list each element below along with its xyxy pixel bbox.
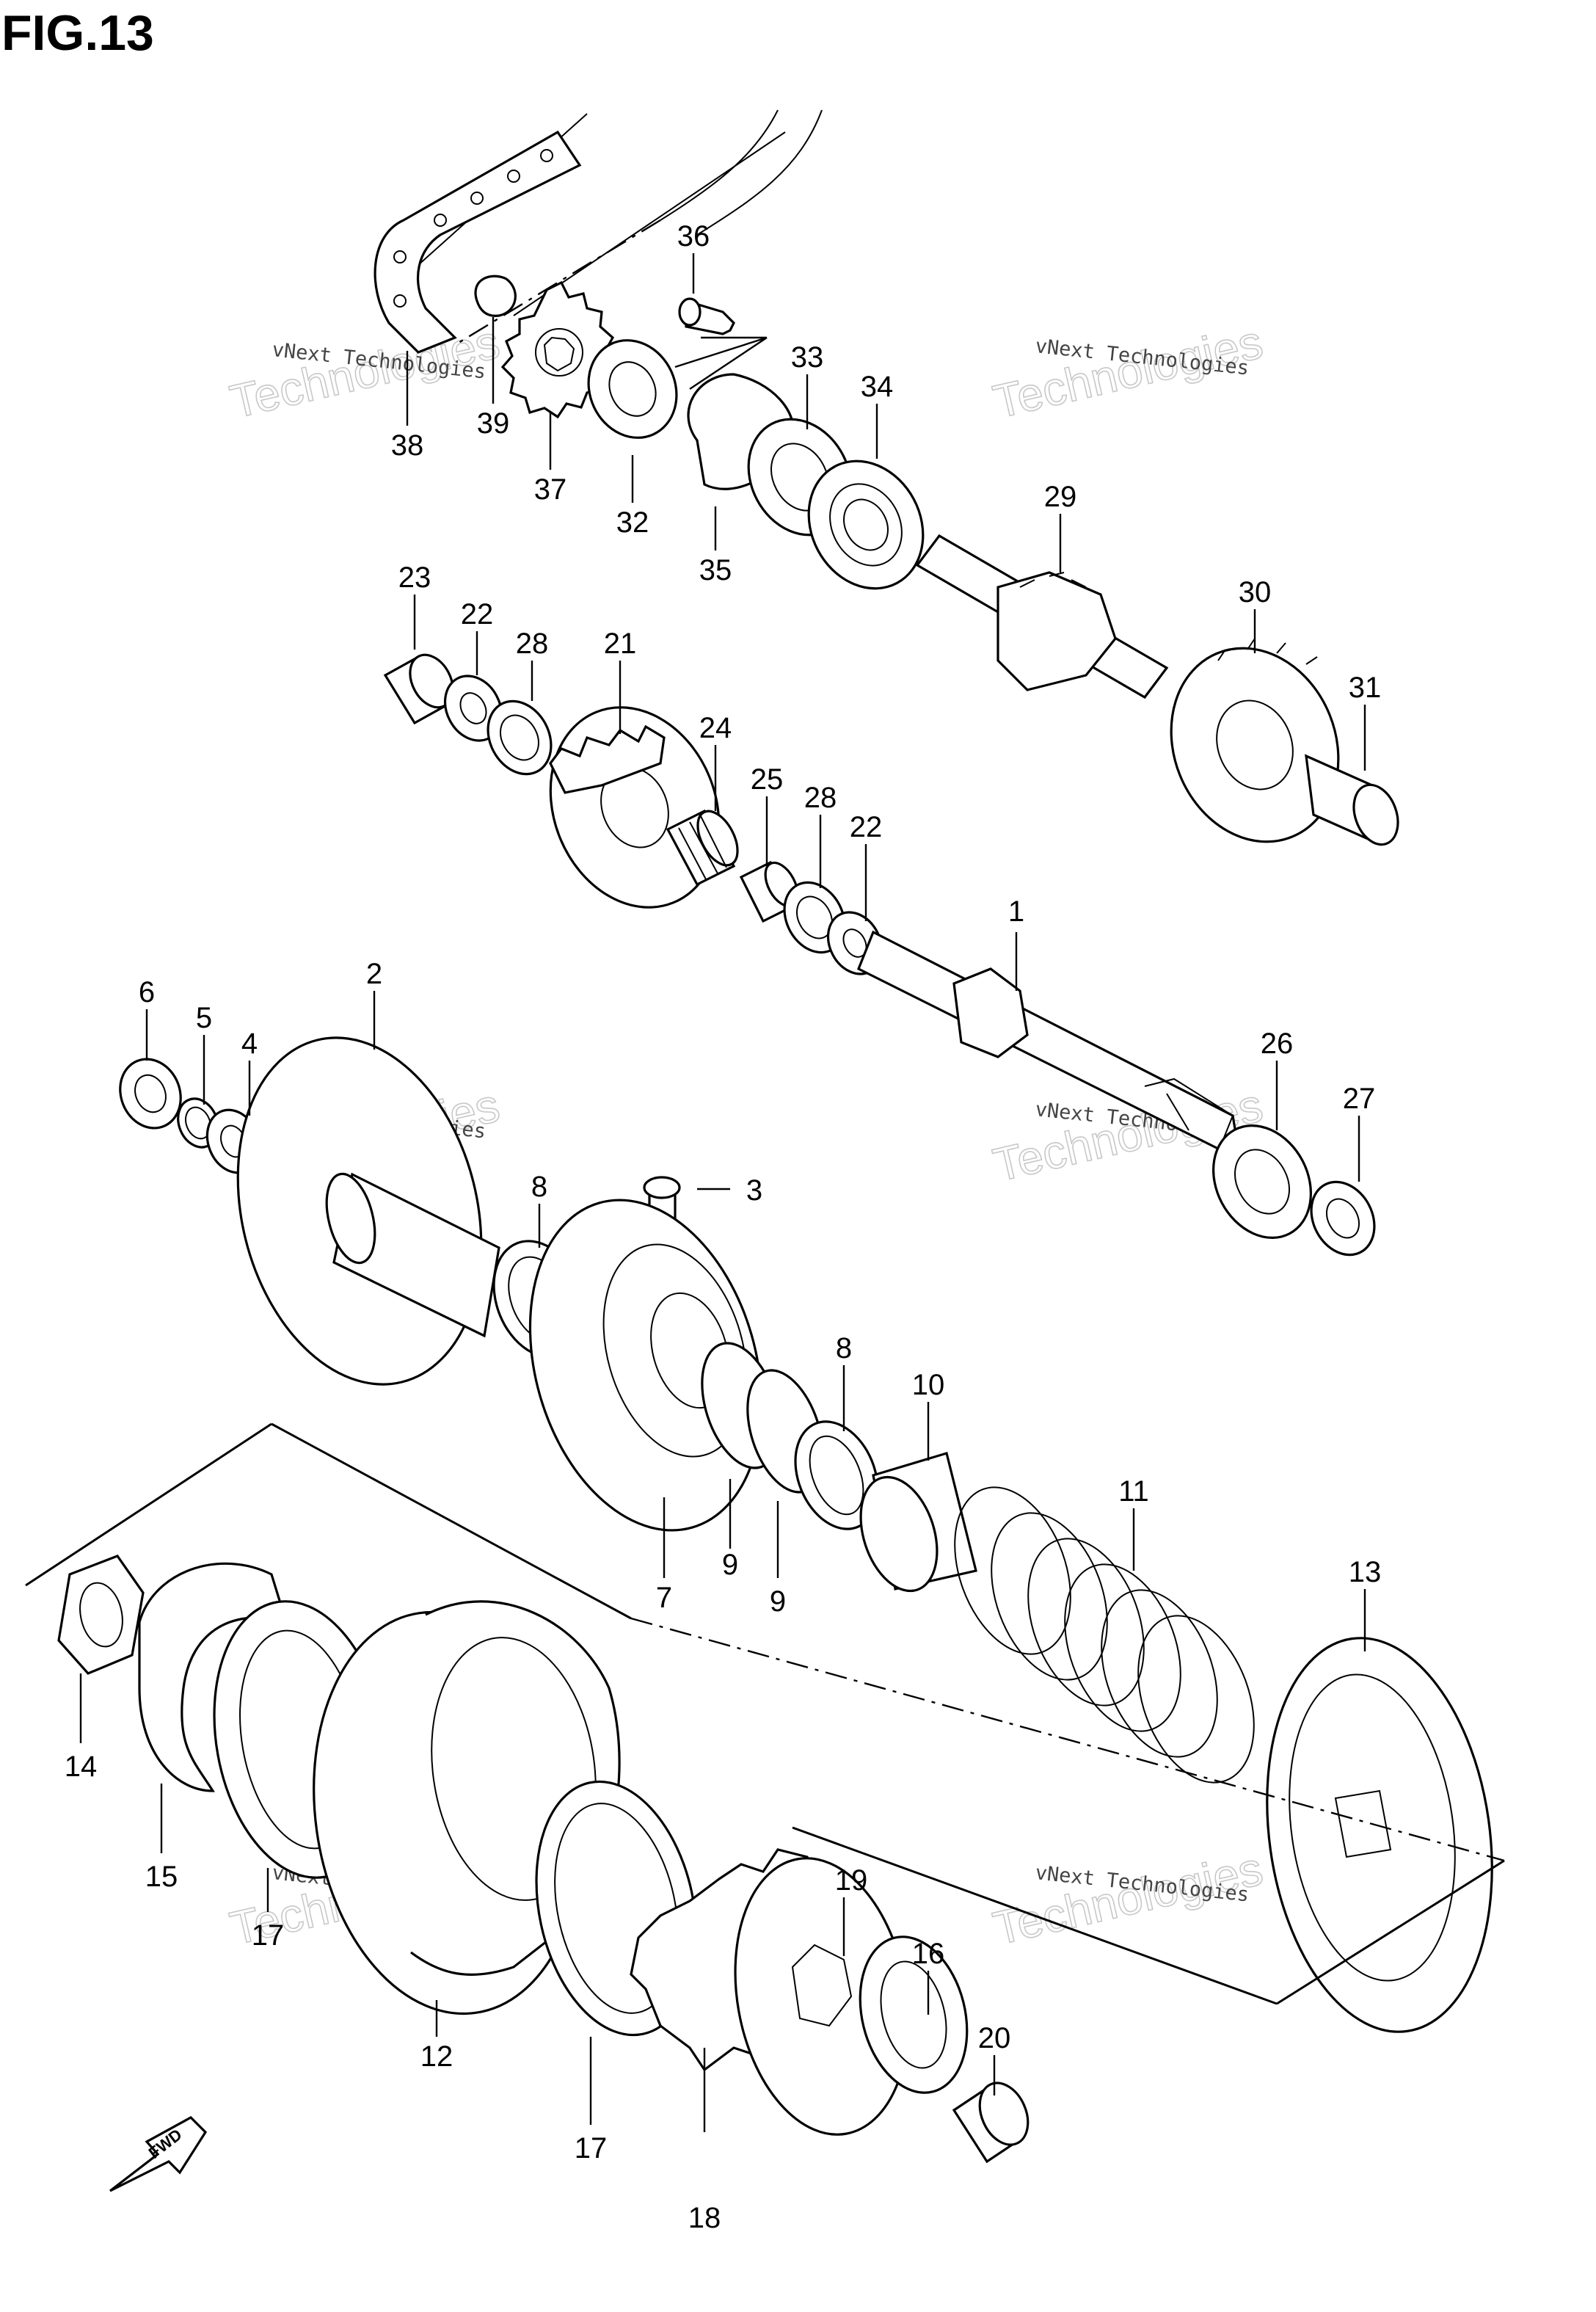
bolt-36	[678, 297, 735, 335]
callout-23: 23	[398, 561, 431, 594]
output-shaft-29	[915, 534, 1169, 699]
callout-28: 28	[516, 628, 549, 660]
nut-6	[119, 1058, 182, 1130]
callout-21: 21	[604, 628, 637, 660]
callout-25: 25	[751, 763, 784, 796]
callout-20: 20	[978, 2022, 1011, 2054]
clutch-plate-7	[528, 1199, 763, 1532]
callout-11: 11	[1118, 1475, 1149, 1508]
nut-14	[57, 1555, 145, 1675]
assembly-frame	[25, 1422, 1505, 2005]
gear-21	[549, 706, 721, 909]
callout-18: 18	[688, 2202, 721, 2234]
chain-clip-39	[474, 275, 517, 317]
bearing-34	[807, 459, 925, 590]
drive-chain	[374, 130, 582, 354]
bush-23	[383, 653, 454, 725]
callout-22b: 22	[850, 811, 883, 843]
callout-17b: 17	[575, 2132, 608, 2164]
callout-8: 8	[531, 1171, 547, 1203]
callout-27: 27	[1343, 1083, 1376, 1115]
callout-1: 1	[1008, 895, 1024, 928]
callout-7: 7	[656, 1582, 672, 1614]
callout-15: 15	[145, 1861, 178, 1893]
oil-seal-27	[1310, 1180, 1376, 1257]
clutch-housing-15	[138, 1562, 288, 1792]
needle-bearing-24	[666, 809, 739, 887]
clutch-shoe-13	[1266, 1637, 1493, 2033]
callout-32: 32	[616, 506, 649, 539]
callout-9b: 9	[770, 1585, 786, 1618]
bush-8b	[794, 1420, 879, 1530]
callout-19: 19	[835, 1864, 868, 1897]
callout-10: 10	[912, 1369, 945, 1401]
callout-8b: 8	[836, 1332, 852, 1364]
callout-13: 13	[1349, 1556, 1382, 1588]
callout-2: 2	[366, 958, 382, 990]
spring-seat-10	[859, 1451, 977, 1593]
callout-14: 14	[65, 1751, 98, 1783]
bearing-16	[859, 1935, 969, 2094]
callout-16: 16	[912, 1938, 945, 1970]
callout-34: 34	[861, 371, 894, 403]
pulley-face-2	[236, 1036, 500, 1386]
callout-4: 4	[241, 1028, 258, 1060]
chain-path	[410, 109, 823, 346]
callout-labels: 1 2 3 4 5 6 7 8 8 9 9 10 11 12 13 14 15 …	[65, 220, 1382, 2234]
callout-5: 5	[196, 1002, 212, 1034]
callout-38: 38	[391, 429, 424, 462]
clutch-spring-11	[954, 1486, 1255, 1784]
figure-title: FIG.13	[1, 5, 154, 61]
callout-24: 24	[699, 712, 732, 744]
watermark: Technologies vNext Technologies	[988, 1842, 1268, 1956]
callout-36: 36	[677, 220, 710, 252]
callout-30: 30	[1239, 576, 1272, 608]
circlip-28	[487, 699, 553, 776]
callout-31: 31	[1349, 672, 1382, 704]
callout-12: 12	[420, 2040, 453, 2073]
callout-6: 6	[139, 976, 155, 1008]
washer-32	[587, 339, 678, 439]
callout-29: 29	[1044, 481, 1077, 513]
gear-30	[1170, 638, 1340, 843]
fwd-direction-arrow: FWD	[109, 2116, 208, 2192]
sleeve-31	[1305, 754, 1399, 846]
callout-17: 17	[252, 1919, 285, 1952]
bush-20	[952, 2082, 1030, 2164]
callout-37: 37	[534, 473, 567, 506]
bearing-26	[1212, 1124, 1312, 1239]
callout-35: 35	[699, 554, 732, 586]
callout-26: 26	[1261, 1028, 1294, 1060]
leader-lines	[79, 253, 1366, 2132]
callout-9: 9	[722, 1549, 738, 1581]
watermark: Technologies vNext Technologies	[988, 315, 1268, 429]
callout-22: 22	[461, 598, 494, 630]
drive-sprocket-37	[500, 280, 615, 419]
callout-28b: 28	[804, 782, 837, 814]
callout-3: 3	[746, 1174, 762, 1207]
callout-39: 39	[477, 407, 510, 440]
callout-33: 33	[791, 341, 824, 374]
watermark: Technologies vNext Technologies	[225, 315, 505, 429]
